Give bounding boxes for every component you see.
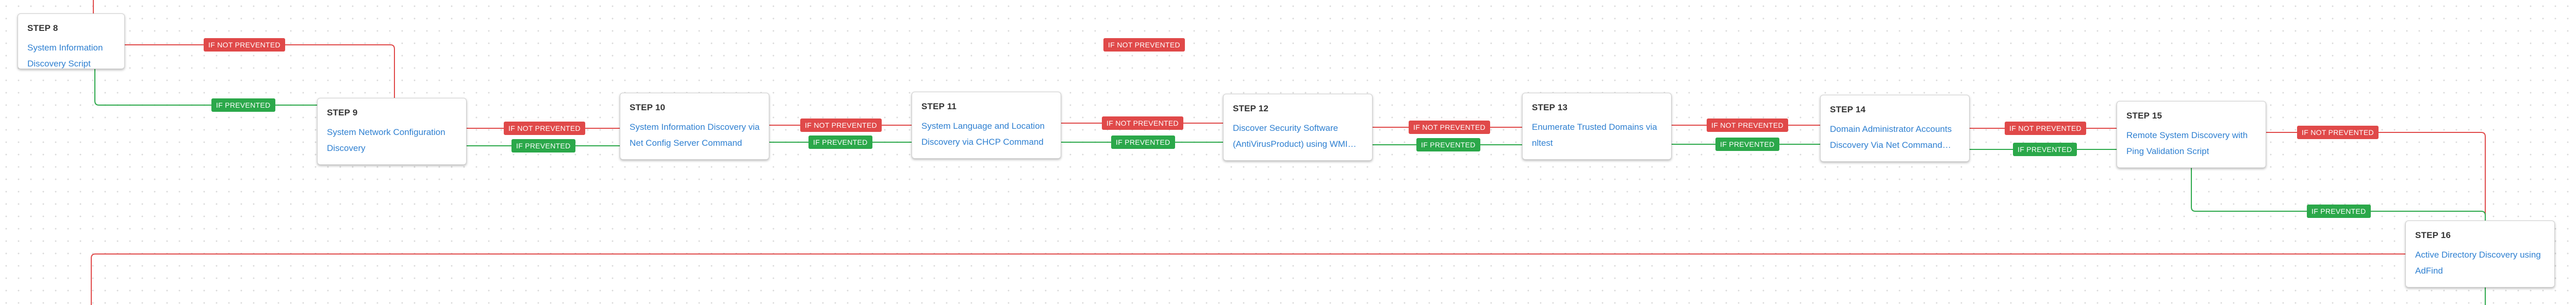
if-prevented-badge: IF PREVENTED bbox=[1111, 135, 1175, 149]
outgoing-not-prevented-connector bbox=[91, 253, 2405, 305]
step-title[interactable]: System Information Discovery via Net Con… bbox=[630, 122, 760, 148]
if-prevented-badge: IF PREVENTED bbox=[808, 135, 872, 149]
step-number: STEP 12 bbox=[1233, 104, 1269, 113]
if-prevented-badge: IF PREVENTED bbox=[511, 139, 575, 152]
step-title[interactable]: Remote System Discovery with Ping Valida… bbox=[2126, 130, 2248, 156]
step-title[interactable]: Active Directory Discovery using AdFind bbox=[2415, 250, 2541, 276]
step-node-15[interactable]: STEP 15 Remote System Discovery with Pin… bbox=[2117, 101, 2266, 168]
step-node-13[interactable]: STEP 13 Enumerate Trusted Domains via nl… bbox=[1522, 93, 1672, 160]
step-title[interactable]: Enumerate Trusted Domains via nltest bbox=[1532, 122, 1657, 148]
if-prevented-badge: IF PREVENTED bbox=[2013, 143, 2077, 156]
step-title[interactable]: System Language and Location Discovery v… bbox=[921, 121, 1045, 147]
not-prevented-connector bbox=[125, 44, 395, 98]
step-number: STEP 9 bbox=[327, 108, 358, 117]
if-not-prevented-badge: IF NOT PREVENTED bbox=[2297, 126, 2379, 139]
step-title[interactable]: System Network Configuration Discovery bbox=[327, 127, 445, 153]
prevented-connector bbox=[94, 69, 317, 106]
if-prevented-badge: IF PREVENTED bbox=[211, 98, 275, 112]
if-not-prevented-badge: IF NOT PREVENTED bbox=[1102, 116, 1183, 130]
step-number: STEP 13 bbox=[1532, 103, 1568, 112]
if-prevented-badge: IF PREVENTED bbox=[1416, 138, 1480, 151]
step-title[interactable]: System Information Discovery Script bbox=[27, 43, 103, 69]
step-number: STEP 10 bbox=[630, 103, 666, 112]
step-number: STEP 14 bbox=[1830, 105, 1866, 114]
if-prevented-badge: IF PREVENTED bbox=[1715, 138, 1779, 151]
step-number: STEP 16 bbox=[2415, 230, 2451, 240]
step-number: STEP 15 bbox=[2126, 111, 2162, 121]
if-not-prevented-badge: IF NOT PREVENTED bbox=[504, 122, 585, 135]
step-node-11[interactable]: STEP 11 System Language and Location Dis… bbox=[912, 92, 1061, 159]
if-not-prevented-badge: IF NOT PREVENTED bbox=[800, 118, 882, 132]
if-not-prevented-badge: IF NOT PREVENTED bbox=[1103, 38, 1185, 52]
if-not-prevented-badge: IF NOT PREVENTED bbox=[204, 38, 285, 52]
step-node-10[interactable]: STEP 10 System Information Discovery via… bbox=[620, 93, 769, 160]
step-title[interactable]: Domain Administrator Accounts Discovery … bbox=[1830, 124, 1952, 150]
if-not-prevented-badge: IF NOT PREVENTED bbox=[1409, 121, 1490, 134]
step-number: STEP 11 bbox=[921, 101, 957, 111]
if-not-prevented-badge: IF NOT PREVENTED bbox=[2005, 122, 2086, 135]
not-prevented-connector bbox=[2266, 132, 2486, 221]
step-node-9[interactable]: STEP 9 System Network Configuration Disc… bbox=[317, 98, 467, 165]
step-number: STEP 8 bbox=[27, 23, 58, 33]
if-not-prevented-badge: IF NOT PREVENTED bbox=[1707, 118, 1788, 132]
step-title[interactable]: Discover Security Software (AntiVirusPro… bbox=[1233, 123, 1348, 149]
if-prevented-badge: IF PREVENTED bbox=[2307, 205, 2371, 218]
step-node-12[interactable]: STEP 12 Discover Security Software (Anti… bbox=[1223, 94, 1373, 161]
step-node-8[interactable]: STEP 8 System Information Discovery Scri… bbox=[18, 13, 125, 69]
step-node-14[interactable]: STEP 14 Domain Administrator Accounts Di… bbox=[1820, 95, 1970, 162]
step-node-16[interactable]: STEP 16 Active Directory Discovery using… bbox=[2405, 221, 2555, 287]
